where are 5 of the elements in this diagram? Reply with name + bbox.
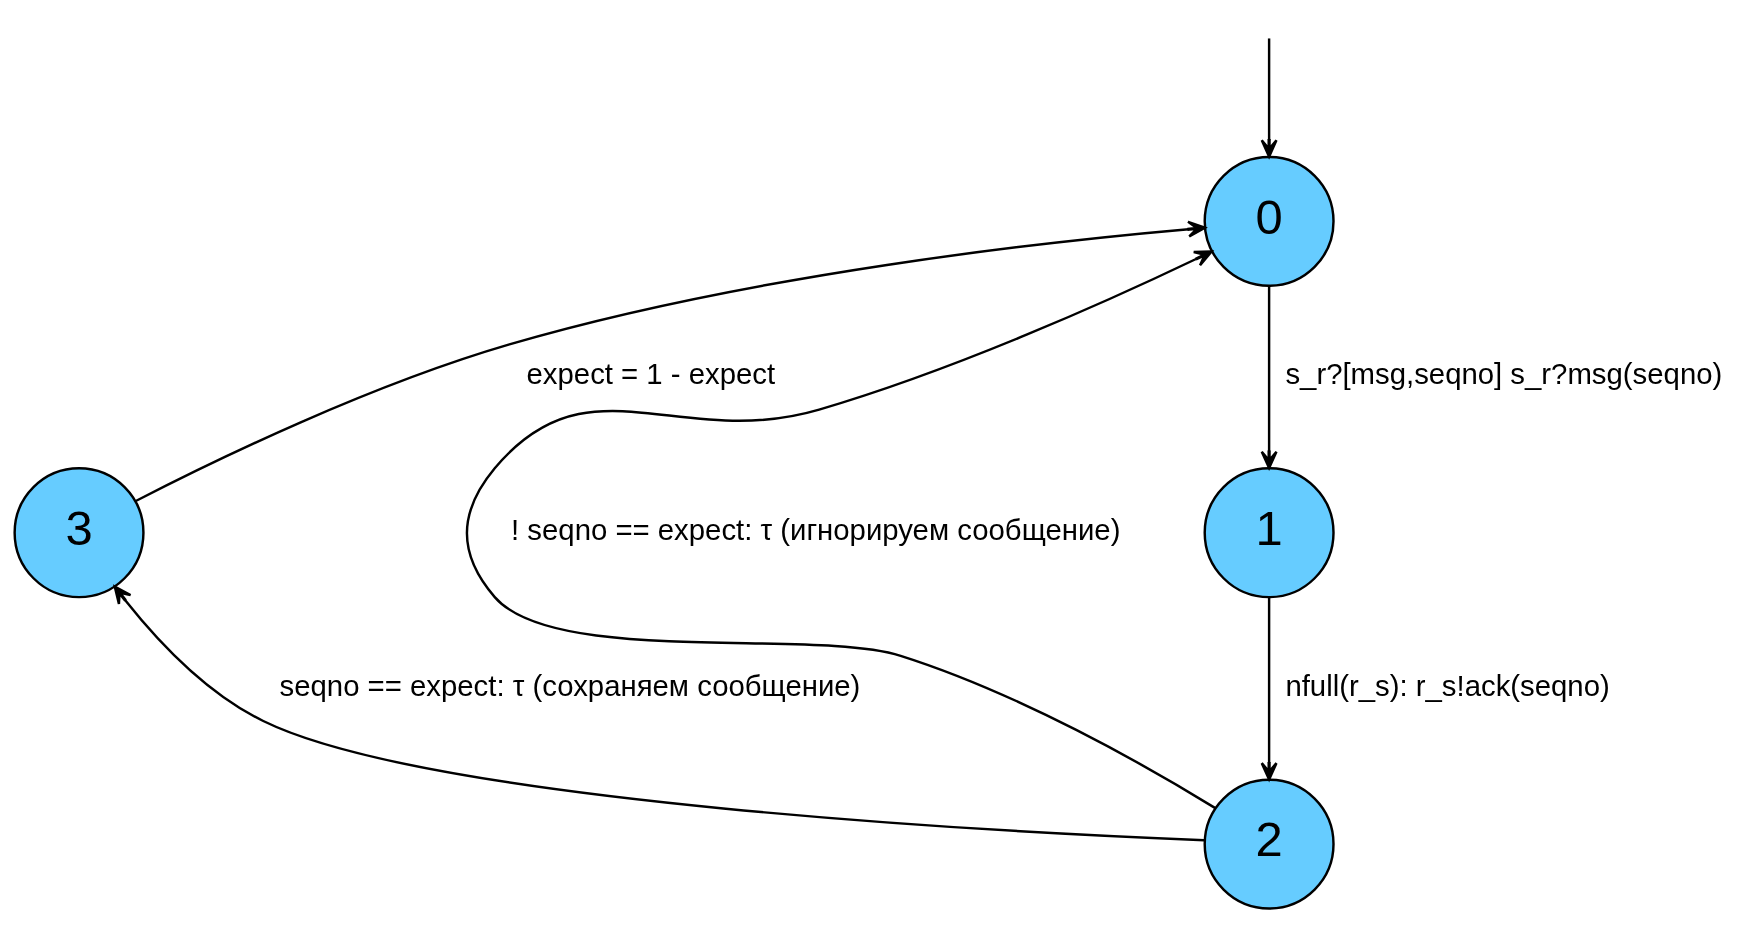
edge-label: s_r?[msg,seqno] s_r?msg(seqno) <box>1285 357 1723 391</box>
edge-label: nfull(r_s): r_s!ack(seqno) <box>1285 668 1610 702</box>
edge-label: expect = 1 - expect <box>526 357 776 391</box>
edge-label: ! seqno == expect: τ (игнорируем сообщение) <box>511 512 1121 546</box>
edge-label: seqno == expect: τ (сохраняем сообщение) <box>279 668 861 702</box>
